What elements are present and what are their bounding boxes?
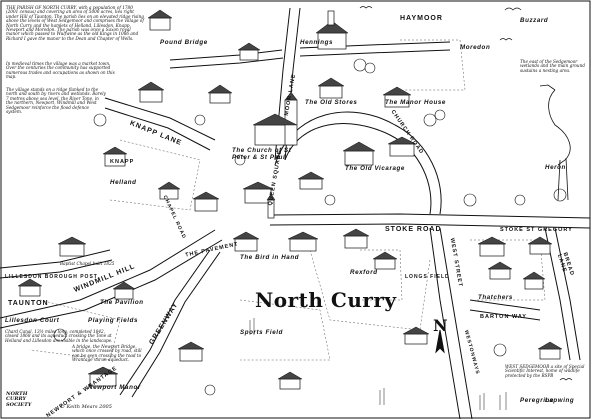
road-label-barton-way: BARTON WAY <box>480 314 527 320</box>
canal-text: Chard Canal, 13½ miles long, completed 1… <box>5 329 113 343</box>
society-label: NORTH CURRY SOCIETY <box>6 391 32 408</box>
place-label-peregrine: Peregrine <box>520 397 554 404</box>
place-label-pound-bridge: Pound Bridge <box>160 39 208 46</box>
place-label-heron: Heron <box>545 164 566 171</box>
place-label-newport-manor: Newport Manor <box>88 384 141 391</box>
intro-text: THE PARISH OF NORTH CURRY, with a popula… <box>6 5 144 41</box>
compass-arrow <box>435 329 445 354</box>
newport-text: A bridge, the Newport Bridge, which once… <box>72 344 142 363</box>
compass-label: N <box>433 316 448 335</box>
intro-text-2: In medieval times the village was a mark… <box>6 61 115 80</box>
place-label-old-stores: The Old Stores <box>305 99 358 106</box>
birds-layer <box>359 6 573 381</box>
trees-layer <box>53 58 567 396</box>
place-label-old-vicarage: The Old Vicarage <box>345 165 405 172</box>
road-label-stoke-road: STOKE ROAD <box>385 226 442 233</box>
road-label-longs-field: LONGS FIELD <box>405 274 450 280</box>
place-label-hennings: Hennings <box>300 39 333 46</box>
place-label-rexford: Rexford <box>350 269 378 276</box>
road-label-lillesdon: LILLESDON BOROUGH POST <box>5 274 98 280</box>
road-label-stoke-st-gregory: STOKE ST GREGORY <box>500 227 573 233</box>
reeds-layer <box>249 318 507 410</box>
field-boundaries <box>29 39 546 361</box>
place-label-manor-house: The Manor House <box>385 99 446 106</box>
place-label-lapwing: Lapwing <box>545 397 575 404</box>
place-label-lillesdon-court: Lillesdon Court <box>5 317 60 324</box>
sedgemoor-text: WEST SEDGEMOOR a site of Special Scienti… <box>505 364 585 378</box>
road-label-knapp: KNAPP <box>110 159 135 165</box>
place-label-the-pavilion: The Pavilion <box>100 299 144 306</box>
buildings-layer <box>17 9 563 390</box>
place-label-moredon: Moredon <box>460 44 491 51</box>
copyright-label: © Keith Mears 2005 <box>60 404 112 410</box>
heron-drawing <box>539 84 571 201</box>
intro-text-3: The village stands on a ridge flanked to… <box>6 87 106 115</box>
place-label-playing-fields: Playing Fields <box>88 317 139 324</box>
place-label-church: The Church of St Peter & St Paul <box>232 147 292 161</box>
baptist-text: Baptist Chapel built 1825 <box>60 261 115 266</box>
heron-text: The east of the Sedgemoor wetlands and t… <box>520 59 585 73</box>
place-label-sports-field: Sports Field <box>240 329 283 336</box>
road-label-taunton: TAUNTON <box>8 300 49 307</box>
road-label-haymoor: HAYMOOR <box>400 15 443 22</box>
map-title: North Curry <box>255 288 397 312</box>
place-label-buzzard: Buzzard <box>520 17 549 24</box>
place-label-helland: Helland <box>110 179 137 186</box>
place-label-thatchers: Thatchers <box>478 294 513 301</box>
place-label-bird-in-hand: The Bird in Hand <box>240 254 300 261</box>
